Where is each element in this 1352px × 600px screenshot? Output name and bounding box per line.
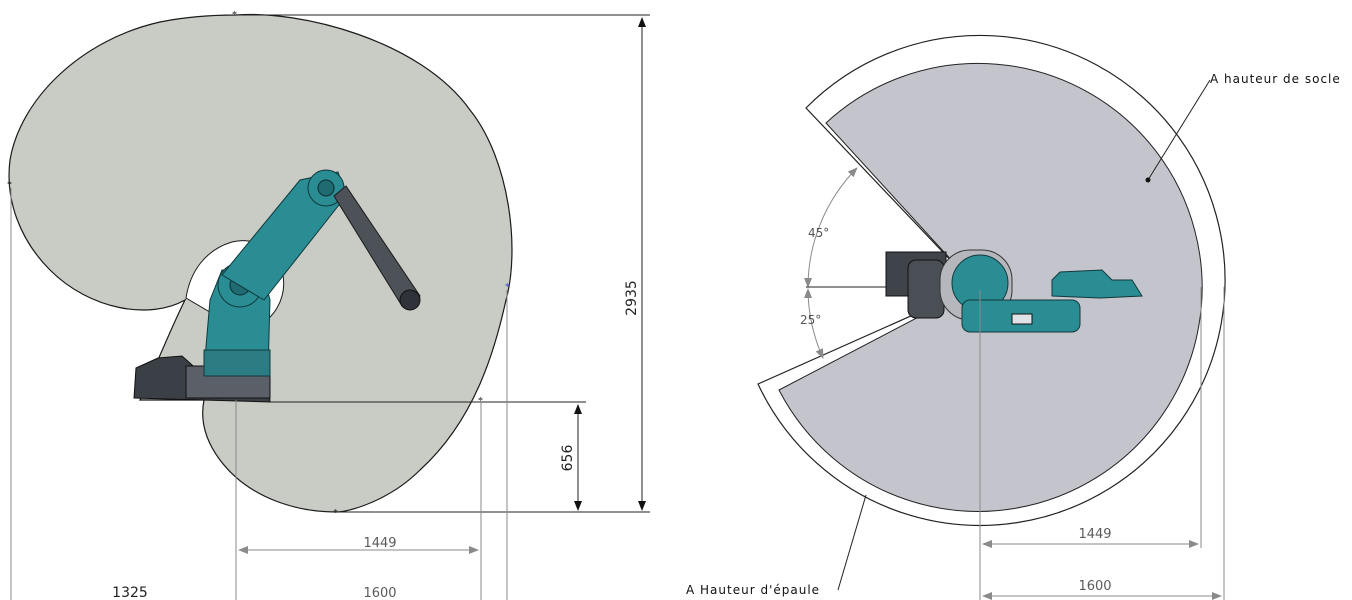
marker-reach: * [505, 282, 510, 293]
robot-forearm [333, 185, 421, 307]
angle-lower-label: 25° [800, 313, 821, 327]
angle-upper-label: 45° [808, 226, 829, 240]
robot-top-base-plate [907, 259, 945, 319]
leader-base-height-dot [1145, 177, 1151, 183]
dim-reach-base-label: 1449 [363, 536, 396, 551]
left-side-view: * * * * * 2935 [7, 10, 650, 600]
robot-column-ring [203, 349, 271, 377]
marker-top: * [232, 10, 237, 21]
robot-top-arm-window [1011, 313, 1033, 325]
dim-right-reach-base-label: 1449 [1078, 527, 1111, 542]
dim-rear-reach-label: 1325 [112, 585, 148, 600]
robot-top [885, 249, 1143, 333]
note-base-height: A hauteur de socle [1210, 72, 1341, 86]
angle-arc-lower [804, 288, 824, 359]
dim-right-reach-max-label: 1600 [1078, 579, 1111, 594]
robot-elbow-hub [317, 179, 335, 197]
robot-side [133, 169, 421, 403]
note-shoulder-height: A Hauteur d'épaule [686, 583, 820, 597]
marker-bottom: * [333, 508, 338, 519]
marker-left: * [7, 180, 12, 191]
robot-top-forearm [1051, 269, 1143, 299]
dim-base-bottom-label: 656 [560, 445, 576, 472]
dim-total-height-label: 2935 [624, 280, 640, 316]
leader-shoulder-height [837, 494, 867, 591]
right-top-view: 45° 25° A hauteur de socle A Hauteur d'é… [686, 34, 1341, 600]
dim-reach-max-label: 1600 [363, 586, 396, 600]
angle-arc-upper [804, 167, 858, 288]
robot-wrist [399, 289, 421, 311]
leader-base-height [1147, 79, 1211, 181]
